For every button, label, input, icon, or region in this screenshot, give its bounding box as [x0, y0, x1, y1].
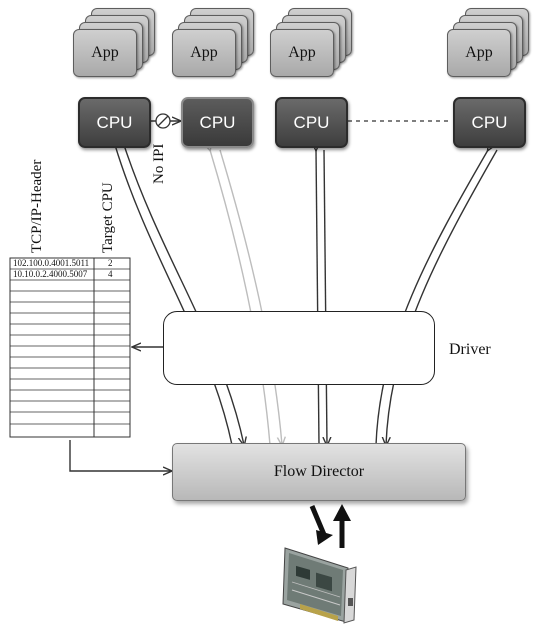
app-label-2: App	[172, 29, 236, 77]
fd-to-cpu3-arrow	[324, 149, 327, 445]
network-card-image	[282, 547, 357, 624]
table-row-2-cpu: 4	[108, 269, 113, 279]
table-header-target-cpu: Target CPU	[100, 182, 116, 253]
table-row-2-header: 10.10.0.2.4000.5007	[13, 269, 88, 279]
no-ipi-label: No IPI	[151, 143, 167, 184]
cpu-1: CPU	[78, 97, 151, 148]
no-ipi-slash	[157, 115, 169, 127]
app-stack-2: App	[172, 8, 268, 80]
table-row-1-cpu: 2	[108, 258, 113, 268]
table-row-1-header: 102.100.0.4001.5011	[13, 258, 90, 268]
app-label-3: App	[270, 29, 334, 77]
app-stack-4: App	[447, 8, 538, 80]
cpu-4: CPU	[453, 97, 526, 148]
flow-director-box: Flow Director	[172, 443, 466, 501]
app-label-4: App	[447, 29, 511, 77]
fd-to-cpu4-arrow	[386, 149, 498, 445]
lookup-table	[9, 257, 131, 438]
cpu-2: CPU	[181, 97, 254, 148]
cpu1-to-fd-arrow	[115, 145, 233, 446]
table-to-fd-arrow	[69, 440, 171, 471]
fd-to-cpu1-arrow	[123, 144, 244, 445]
cpu-3: CPU	[275, 97, 348, 148]
cpu2-to-fd-arrow	[210, 150, 271, 446]
app-stack-1: App	[73, 8, 169, 80]
flow-director-label: Flow Director	[273, 463, 365, 480]
cpu4-to-fd-arrow	[375, 150, 488, 446]
table-header-tcp-ip: TCP/IP-Header	[29, 159, 45, 253]
app-stack-3: App	[270, 8, 366, 80]
cpu3-to-fd-arrow	[316, 150, 319, 446]
driver-box	[163, 311, 435, 385]
fd-to-cpu2-arrow	[219, 149, 282, 445]
nic-traffic-arrows	[309, 504, 351, 548]
app-label-1: App	[73, 29, 137, 77]
driver-label: Driver	[449, 341, 491, 358]
